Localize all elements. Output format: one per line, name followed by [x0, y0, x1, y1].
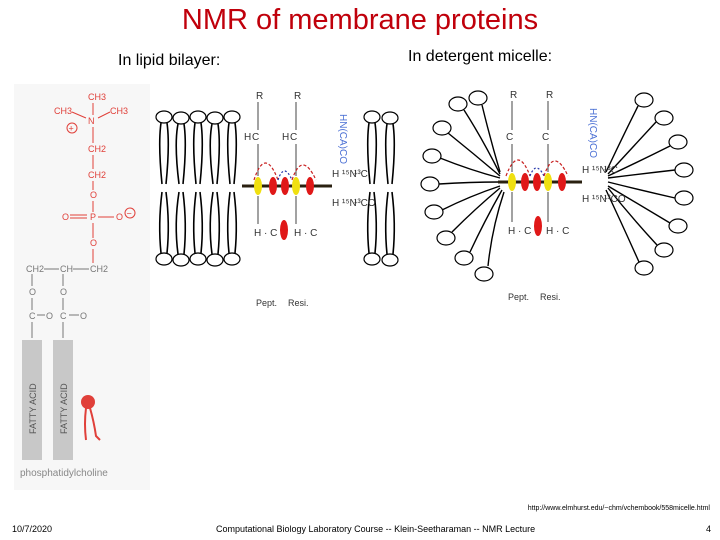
micelle-alpha-carbon-1: C: [506, 132, 513, 143]
detergent-micelle-label: In detergent micelle:: [408, 48, 553, 65]
nucleus-c-label-2: ¹³CO: [354, 198, 376, 209]
atom-ch2-left: CH2: [26, 264, 44, 274]
footer-course-title: Computational Biology Laboratory Course …: [216, 524, 536, 534]
alpha-h-label-2: H: [282, 132, 289, 143]
phosphatidylcholine-caption: phosphatidylcholine: [20, 468, 108, 479]
legend-resi: Resi.: [288, 298, 309, 308]
atom-p: P: [90, 212, 96, 222]
atom-ch2-a: CH2: [88, 144, 106, 154]
atom-o-double: O: [62, 212, 69, 222]
atom-o-3: O: [29, 287, 36, 297]
atom-ch2-right: CH2: [90, 264, 108, 274]
yellow-bead-2: [292, 177, 300, 195]
micelle-nucleus-h-1: H: [582, 165, 589, 176]
atom-o-6: O: [80, 311, 87, 321]
micelle-yellow-bead-2: [544, 173, 552, 191]
micelle-red-bead-4: [534, 216, 542, 236]
micelle-nucleus-n-1: ¹⁵N: [592, 165, 607, 176]
red-bead-1: [269, 177, 277, 195]
micelle-yellow-bead-1: [508, 173, 516, 191]
nucleus-n-label-2: ¹⁵N: [342, 198, 357, 209]
micelle-nucleus-n-2: ¹⁵N: [592, 194, 607, 205]
phosphatidylcholine-figure: CH3 CH3 N CH3 CH2 CH2 O O P O O CH2 CH C…: [14, 84, 150, 490]
footer-page-number: 4: [706, 524, 712, 534]
lipid-head-icon: [81, 395, 95, 409]
atom-o-2: O: [90, 238, 97, 248]
source-url-link[interactable]: http://www.elmhurst.edu/~chm/vchembook/5…: [527, 505, 710, 512]
micelle-bottom-hc-2: H · C: [546, 226, 569, 237]
micelle-nucleus-h-2: H: [582, 194, 589, 205]
atom-o-4: O: [60, 287, 67, 297]
fatty-acid-label-1: FATTY ACID: [28, 383, 38, 434]
atom-ch: CH: [60, 264, 73, 274]
micelle-side-chain-2: R: [546, 90, 553, 101]
fatty-acid-bar-1: [22, 340, 42, 460]
atom-o-5: O: [46, 311, 53, 321]
atom-c-1: C: [29, 311, 36, 321]
micelle-side-chain-1: R: [510, 90, 517, 101]
micelle-legend-resi: Resi.: [540, 292, 561, 302]
micelle-alpha-carbon-2: C: [542, 132, 549, 143]
atom-ch3-top: CH3: [88, 92, 106, 102]
yellow-bead-1: [254, 177, 262, 195]
micelle-legend-pept: Pept.: [508, 292, 529, 302]
svg-text:+: +: [69, 124, 74, 134]
footer-date: 10/7/2020: [12, 524, 53, 534]
lipid-bilayer-figure: R R C C H H H · C H · C HN(CA)CO H ¹⁵N ¹…: [150, 84, 400, 319]
phosphatidylcholine-structure: CH3 CH3 N CH3 CH2 CH2 O O P O O CH2 CH C…: [20, 92, 136, 479]
bottom-hc-row-2: H · C: [294, 228, 317, 239]
lipid-bilayer-label: In lipid bilayer:: [118, 52, 221, 69]
atom-ch2-b: CH2: [88, 170, 106, 180]
atom-c-2: C: [60, 311, 67, 321]
micelle-nucleus-c-1: ¹³C: [604, 165, 618, 176]
plus-charge-symbol: [66, 122, 78, 134]
slide-title: NMR of membrane proteins: [181, 4, 539, 36]
atom-o-1: O: [90, 190, 97, 200]
side-chain-label-2: R: [294, 91, 301, 102]
detergent-micelle-illustration: R R C C H · C H · C HN(CA)CO H ¹⁵N ¹³C H…: [420, 90, 694, 302]
alpha-h-label-1: H: [244, 132, 251, 143]
bottom-hc-row-1: H · C: [254, 228, 277, 239]
minus-charge-symbol: [124, 207, 136, 219]
nucleus-n-label-1: ¹⁵N: [342, 169, 357, 180]
micelle-nucleus-c-2: ¹³CO: [604, 194, 626, 205]
red-bead-2: [281, 177, 289, 195]
micelle-hn-experiment-label: HN(CA)CO: [587, 108, 598, 158]
atom-ch3-right: CH3: [110, 106, 128, 116]
atom-o-negative: O: [116, 212, 123, 222]
alpha-carbon-label-1: C: [252, 132, 259, 143]
lipid-tail-icon: [84, 407, 101, 441]
svg-text:−: −: [127, 209, 132, 219]
hn-experiment-label: HN(CA)CO: [337, 114, 348, 164]
micelle-bottom-hc-1: H · C: [508, 226, 531, 237]
nucleus-h-label-1: H: [332, 169, 339, 180]
red-bead-4: [280, 220, 288, 240]
legend-pept: Pept.: [256, 298, 277, 308]
nucleus-c-label-1: ¹³C: [354, 169, 368, 180]
lipid-bilayer-illustration: R R C C H H H · C H · C HN(CA)CO H ¹⁵N ¹…: [155, 91, 399, 308]
nucleus-h-label-2: H: [332, 198, 339, 209]
side-chain-label-1: R: [256, 91, 263, 102]
alpha-carbon-label-2: C: [290, 132, 297, 143]
micelle-red-bead-1: [521, 173, 529, 191]
detergent-micelle-figure: R R C C H · C H · C HN(CA)CO H ¹⁵N ¹³C H…: [412, 78, 712, 323]
fatty-acid-label-2: FATTY ACID: [59, 383, 69, 434]
fatty-acid-bar-2: [53, 340, 73, 460]
micelle-red-bead-3: [558, 173, 566, 191]
atom-ch3-left: CH3: [54, 106, 72, 116]
atom-n: N: [88, 116, 95, 126]
red-bead-3: [306, 177, 314, 195]
micelle-red-bead-2: [533, 173, 541, 191]
